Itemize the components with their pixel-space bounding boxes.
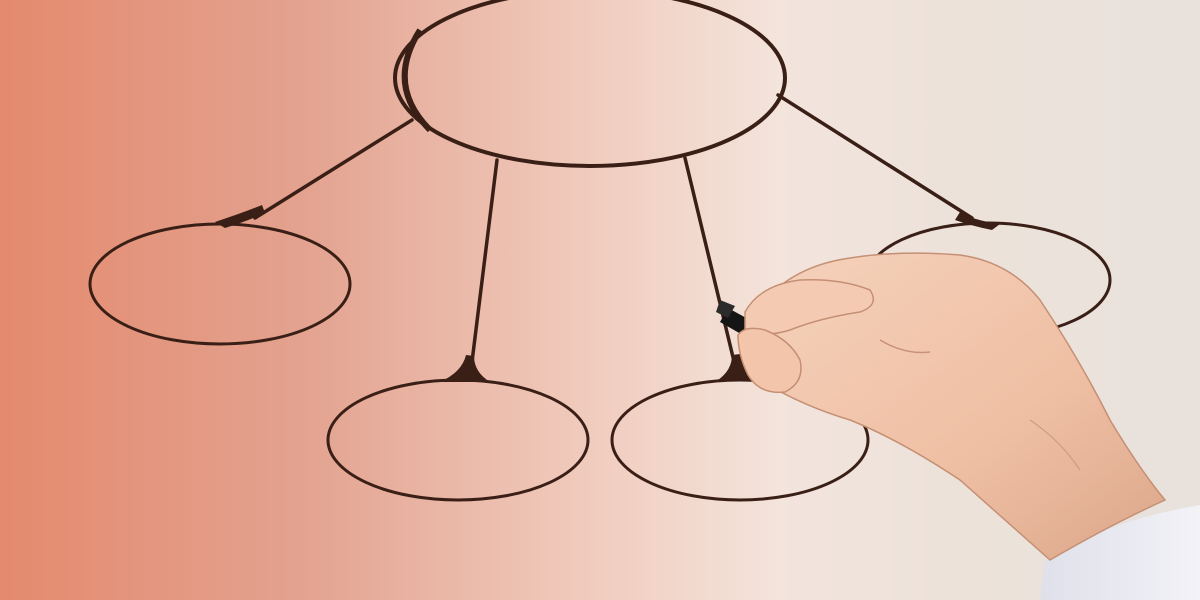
root-node-thick-edge — [401, 28, 433, 133]
hand-arm — [751, 252, 1167, 561]
connector-lines — [253, 93, 974, 380]
connector-root-to-left — [253, 118, 414, 220]
root-node-ellipse — [393, 0, 787, 168]
hand-thumb — [737, 327, 802, 394]
diagram-nodes — [88, 0, 1112, 502]
flare-center-left — [440, 355, 490, 382]
hand-index-finger — [744, 278, 875, 335]
connector-root-to-center-right — [683, 156, 740, 380]
hand-wrist-crease — [1029, 419, 1081, 471]
pen-tip — [716, 300, 735, 318]
child-center-left-node-ellipse — [326, 378, 590, 502]
connector-root-to-right — [776, 93, 974, 220]
hand-knuckle-crease — [879, 339, 931, 354]
flare-right — [955, 212, 1000, 230]
hand — [737, 252, 1167, 561]
child-center-right-node-ellipse — [610, 378, 870, 502]
child-left-node-ellipse — [88, 222, 352, 346]
shirt-sleeve — [1040, 505, 1200, 600]
connector-root-to-center-left — [468, 158, 499, 380]
flare-left — [215, 205, 265, 228]
